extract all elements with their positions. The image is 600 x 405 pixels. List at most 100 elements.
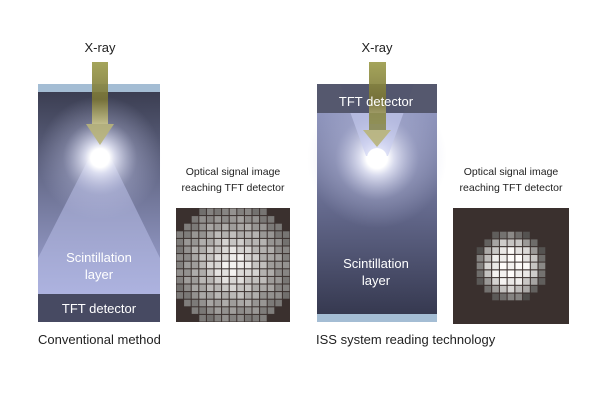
signal-pixel [492,231,499,239]
signal-pixel [530,270,538,278]
xray-arrow-head [363,130,391,147]
signal-pixel [229,276,237,284]
signal-pixel [214,223,222,231]
signal-pixel [176,284,184,292]
signal-pixel [267,238,275,246]
signal-pixel [244,292,252,299]
signal-pixel [199,314,206,322]
signal-pixel [282,261,290,269]
signal-pixel [237,254,244,261]
signal-pixel [222,284,229,292]
signal-pixel [229,292,237,299]
scintillation-label: Scintillation [66,250,132,265]
signal-pixel [244,299,252,307]
signal-pixel [507,231,515,239]
signal-pixel [492,278,499,285]
signal-pixel [260,299,267,307]
optical-signal-grid-conventional [176,208,290,322]
signal-pixel [499,270,507,278]
signal-pixel [476,247,484,254]
signal-pixel [275,261,282,269]
signal-pixel [244,314,252,322]
signal-pixel [214,276,222,284]
signal-pixel [222,238,229,246]
signal-pixel [244,307,252,314]
signal-pixel [515,293,523,301]
signal-pixel [184,299,191,307]
signal-pixel [476,262,484,270]
signal-pixel [214,284,222,292]
signal-pixel [237,238,244,246]
signal-pixel [282,269,290,276]
signal-pixel [507,278,515,285]
signal-pixel [229,254,237,261]
signal-pixel [199,223,206,231]
signal-pixel [199,254,206,261]
signal-pixel [492,247,499,254]
signal-pixel [229,299,237,307]
signal-pixel [191,231,199,238]
signal-pixel [530,254,538,262]
signal-pixel [206,216,214,223]
signal-pixel [252,314,260,322]
signal-pixel [499,239,507,247]
signal-pixel [229,314,237,322]
signal-pixel [244,238,252,246]
signal-pixel [260,208,267,216]
signal-pixel [260,292,267,299]
signal-pixel [237,276,244,284]
signal-pixel [214,292,222,299]
signal-pixel [484,270,492,278]
signal-pixel [282,284,290,292]
signal-pixel [199,299,206,307]
signal-pixel [214,269,222,276]
signal-caption-2: reaching TFT detector [460,182,563,194]
signal-pixel [184,231,191,238]
signal-pixel [267,254,275,261]
signal-pixel [260,307,267,314]
signal-pixel [275,238,282,246]
signal-pixel [176,276,184,284]
signal-pixel [222,254,229,261]
signal-pixel [229,216,237,223]
signal-pixel [260,276,267,284]
signal-pixel [237,292,244,299]
iss-caption: ISS system reading technology [316,332,496,347]
signal-pixel [538,247,546,254]
signal-pixel [237,231,244,238]
signal-pixel [499,254,507,262]
light-source [367,148,387,168]
signal-pixel [282,276,290,284]
signal-pixel [191,216,199,223]
signal-pixel [515,231,523,239]
signal-pixel [222,246,229,254]
signal-pixel [229,238,237,246]
signal-pixel [282,254,290,261]
signal-pixel [214,246,222,254]
signal-pixel [538,262,546,270]
signal-pixel [538,254,546,262]
signal-pixel [222,307,229,314]
signal-pixel [206,208,214,216]
signal-pixel [260,284,267,292]
signal-pixel [515,262,523,270]
signal-pixel [499,231,507,239]
signal-pixel [199,276,206,284]
signal-pixel [244,246,252,254]
signal-pixel [214,231,222,238]
signal-pixel [515,270,523,278]
signal-pixel [252,269,260,276]
signal-pixel [184,261,191,269]
signal-pixel [484,254,492,262]
signal-pixel [484,285,492,293]
signal-pixel [184,292,191,299]
signal-pixel [275,299,282,307]
signal-pixel [229,246,237,254]
signal-pixel [523,285,530,293]
xray-arrow-head [86,124,114,145]
signal-pixel [499,262,507,270]
signal-pixel [492,239,499,247]
signal-pixel [267,231,275,238]
signal-pixel [523,278,530,285]
signal-pixel [229,208,237,216]
